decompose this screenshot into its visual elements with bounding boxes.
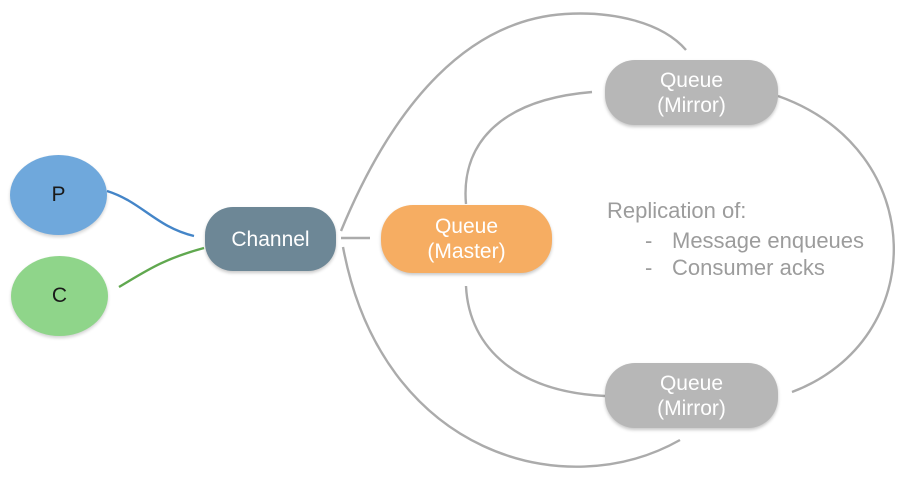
edge-mirror-bottom-to-master xyxy=(464,285,606,398)
node-queue-mirror-top: Queue (Mirror) xyxy=(605,60,778,125)
node-queue-mirror-bottom: Queue (Mirror) xyxy=(605,363,778,428)
queue-mirror-top-label-line2: (Mirror) xyxy=(657,93,726,117)
bullet-dash: - xyxy=(645,228,653,253)
edge-master-to-mirror-top xyxy=(464,90,593,205)
replication-note: Replication of: - Message enqueues - Con… xyxy=(607,197,864,281)
edge-producer-to-channel xyxy=(106,189,195,238)
replication-note-item: - Consumer acks xyxy=(645,254,864,281)
node-producer: P xyxy=(10,155,107,235)
queue-master-label-line2: (Master) xyxy=(427,240,506,263)
node-channel: Channel xyxy=(205,207,336,271)
replication-item-label: Consumer acks xyxy=(672,255,825,280)
node-consumer: C xyxy=(11,256,108,336)
queue-mirror-bottom-label-line1: Queue xyxy=(659,371,724,395)
edge-channel-to-mirror-top xyxy=(339,12,687,232)
producer-label: P xyxy=(51,183,66,206)
edge-channel-to-consumer xyxy=(118,246,205,289)
queue-master-label-line1: Queue xyxy=(434,215,499,238)
channel-label: Channel xyxy=(231,227,310,251)
replication-item-label: Message enqueues xyxy=(672,228,865,253)
queue-mirror-top-label-line1: Queue xyxy=(659,68,724,92)
replication-note-title: Replication of: xyxy=(607,198,747,223)
replication-note-item: - Message enqueues xyxy=(645,227,864,254)
edge-channel-to-mirror-bottom xyxy=(341,246,681,468)
bullet-dash: - xyxy=(645,255,653,280)
queue-mirror-bottom-label-line2: (Mirror) xyxy=(657,396,726,420)
edge-mirror-top-to-mirror-bottom xyxy=(777,94,895,394)
node-queue-master: Queue (Master) xyxy=(381,205,552,273)
consumer-label: C xyxy=(51,284,68,307)
